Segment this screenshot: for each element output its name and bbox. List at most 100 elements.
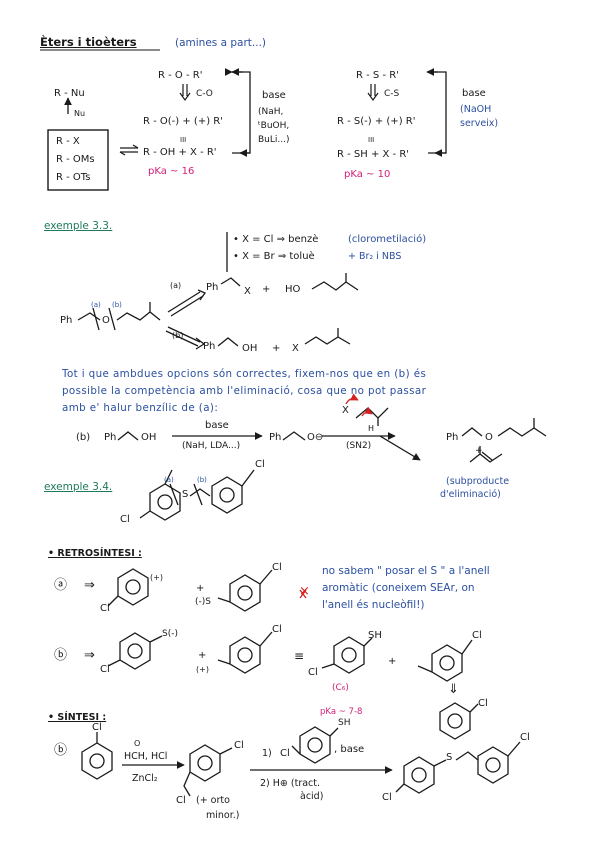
ex34-cut-a: (a) <box>164 476 174 484</box>
prod-ph: Ph <box>446 432 459 443</box>
retro-b-equiv: ≡ <box>294 649 305 663</box>
retro-b-cl4: Cl <box>472 630 482 641</box>
retro-b-ring3 <box>321 636 373 674</box>
retro-b-thiolate: S(-) <box>162 629 178 639</box>
page-subtitle: (amines a part...) <box>175 37 267 49</box>
r-nu-label: R - Nu <box>54 88 85 99</box>
para-line-1: Tot i que ambdues opcions són correctes,… <box>62 368 427 380</box>
para-line-3: amb e' halur benzílic de (a): <box>62 402 219 414</box>
x-cl-line: • X = Cl ⇒ benzè <box>233 234 319 245</box>
prod-b-x: X <box>292 343 299 354</box>
sn2-h: H <box>368 424 375 433</box>
synth-ring1 <box>81 732 113 780</box>
retro-b-arrow: ⇒ <box>84 648 95 663</box>
prod-b-oh: OH <box>242 343 258 354</box>
route-b-label: (b) <box>172 331 184 340</box>
rxn-base: base <box>205 420 229 431</box>
retro-a-cation: (+) <box>150 573 163 582</box>
ether-base-3: BuLi...) <box>258 135 290 145</box>
ether-base-1: (NaH, <box>258 107 284 117</box>
synth-reagent1: HCH, HCl <box>124 751 168 762</box>
synth-marker: ⓑ <box>54 743 68 758</box>
x-br-note: + Br₂ i NBS <box>348 251 402 262</box>
ether-eq: III <box>180 136 187 144</box>
thioether-pka: pKa ~ 10 <box>344 169 391 180</box>
retro-a-ring1 <box>107 568 149 607</box>
synth-cl5: Cl <box>382 792 392 803</box>
retro-a-plus: + <box>196 583 205 594</box>
leaving-ots: R - OTs <box>56 172 91 183</box>
ether-pka: pKa ~ 16 <box>148 166 195 177</box>
rxn-conds: (NaH, LDA...) <box>182 441 241 451</box>
thioether-base-2: serveix) <box>460 118 499 129</box>
retro-b-cl2: Cl <box>272 624 282 635</box>
sn2-label: (SN2) <box>346 441 372 451</box>
synth-cl3: Cl <box>176 795 186 806</box>
retro-a-ring2 <box>217 569 273 612</box>
nu-label: Nu <box>74 109 86 118</box>
cut-a-label: (a) <box>91 301 101 309</box>
retro-a-thiolate: (-)S <box>195 597 211 607</box>
retro-b-cation: (+) <box>196 665 209 674</box>
synth-pka: pKa ~ 7-8 <box>320 707 363 717</box>
retro-a-cl2: Cl <box>272 562 282 573</box>
elim-plus: + <box>475 446 483 456</box>
example-3-4-label: exemple 3.4. <box>44 481 113 493</box>
prod-a-x: X <box>244 286 251 297</box>
synth-ring3 <box>291 726 339 764</box>
synth-cl6: Cl <box>520 732 530 743</box>
ring-a <box>139 469 181 521</box>
retro-b-ring1 <box>107 632 163 670</box>
page-title: Èters i tioèters <box>40 35 137 49</box>
thioether-base-1: (NaOH <box>460 104 492 115</box>
retro-a-marker: ⓐ <box>54 578 68 593</box>
synth-label: • SÍNTESI : <box>48 712 107 723</box>
synth-reagent-o: O <box>134 739 141 748</box>
prod-b-ph: Ph <box>203 341 216 352</box>
synth-catalyst: ZnCl₂ <box>132 773 158 784</box>
ex34-cl-top: Cl <box>255 459 265 470</box>
prod-a-ho: HO <box>285 284 301 295</box>
retro-b-ring4 <box>417 639 473 682</box>
rxn-o-minus: O⊖ <box>307 432 324 443</box>
retro-a-note-2: aromàtic (coneixem SEAr, on <box>322 582 475 594</box>
ether-cleave-label: C-O <box>196 89 213 99</box>
retro-a-cross: × <box>299 584 310 599</box>
elim-note-1: (subproducte <box>446 476 510 487</box>
synth-ring4 <box>395 756 447 794</box>
retro-b-c6: (C₆) <box>332 683 349 693</box>
ether-base: base <box>262 90 286 101</box>
thioether-base: base <box>462 88 486 99</box>
synth-cl4: Cl <box>280 748 290 759</box>
thioether-ions: R - S(-) + (+) R' <box>337 116 416 127</box>
rxn-b-label: (b) <box>76 432 91 443</box>
sn2-x: X <box>342 405 349 416</box>
retro-a-arrow: ⇒ <box>84 578 95 593</box>
start-ph: Ph <box>60 315 73 326</box>
prod-b-plus: + <box>272 343 281 354</box>
x-cl-note: (clorometilació) <box>348 234 427 245</box>
thioethers-bracket <box>428 71 447 154</box>
retro-b-ring5 <box>439 702 479 740</box>
leaving-x: R - X <box>56 136 80 147</box>
retro-b-down-arrow: ⇓ <box>448 682 459 697</box>
x-br-line: • X = Br ⇒ toluè <box>233 251 315 262</box>
ether-base-2: ᵗBuOH, <box>258 121 290 131</box>
elim-note-2: d'eliminació) <box>440 489 501 500</box>
rxn-ph: Ph <box>104 432 117 443</box>
leaving-group-box <box>47 129 109 191</box>
synth-step2b: àcid) <box>300 791 324 802</box>
start-o: O <box>102 315 110 326</box>
synth-minor-2: minor.) <box>206 810 240 821</box>
retro-b-marker: ⓑ <box>54 648 68 663</box>
retro-b-plus2: + <box>388 656 397 667</box>
ex34-cl-bottom: Cl <box>120 514 130 525</box>
para-line-2: possible la competència amb l'eliminació… <box>62 385 427 397</box>
route-a-label: (a) <box>170 281 182 290</box>
thioether-eq: III <box>368 136 375 144</box>
synth-cl2: Cl <box>234 740 244 751</box>
retro-b-cl5: Cl <box>478 698 488 709</box>
example-3-3-label: exemple 3.3. <box>44 220 113 232</box>
synth-cl1: Cl <box>92 722 102 733</box>
